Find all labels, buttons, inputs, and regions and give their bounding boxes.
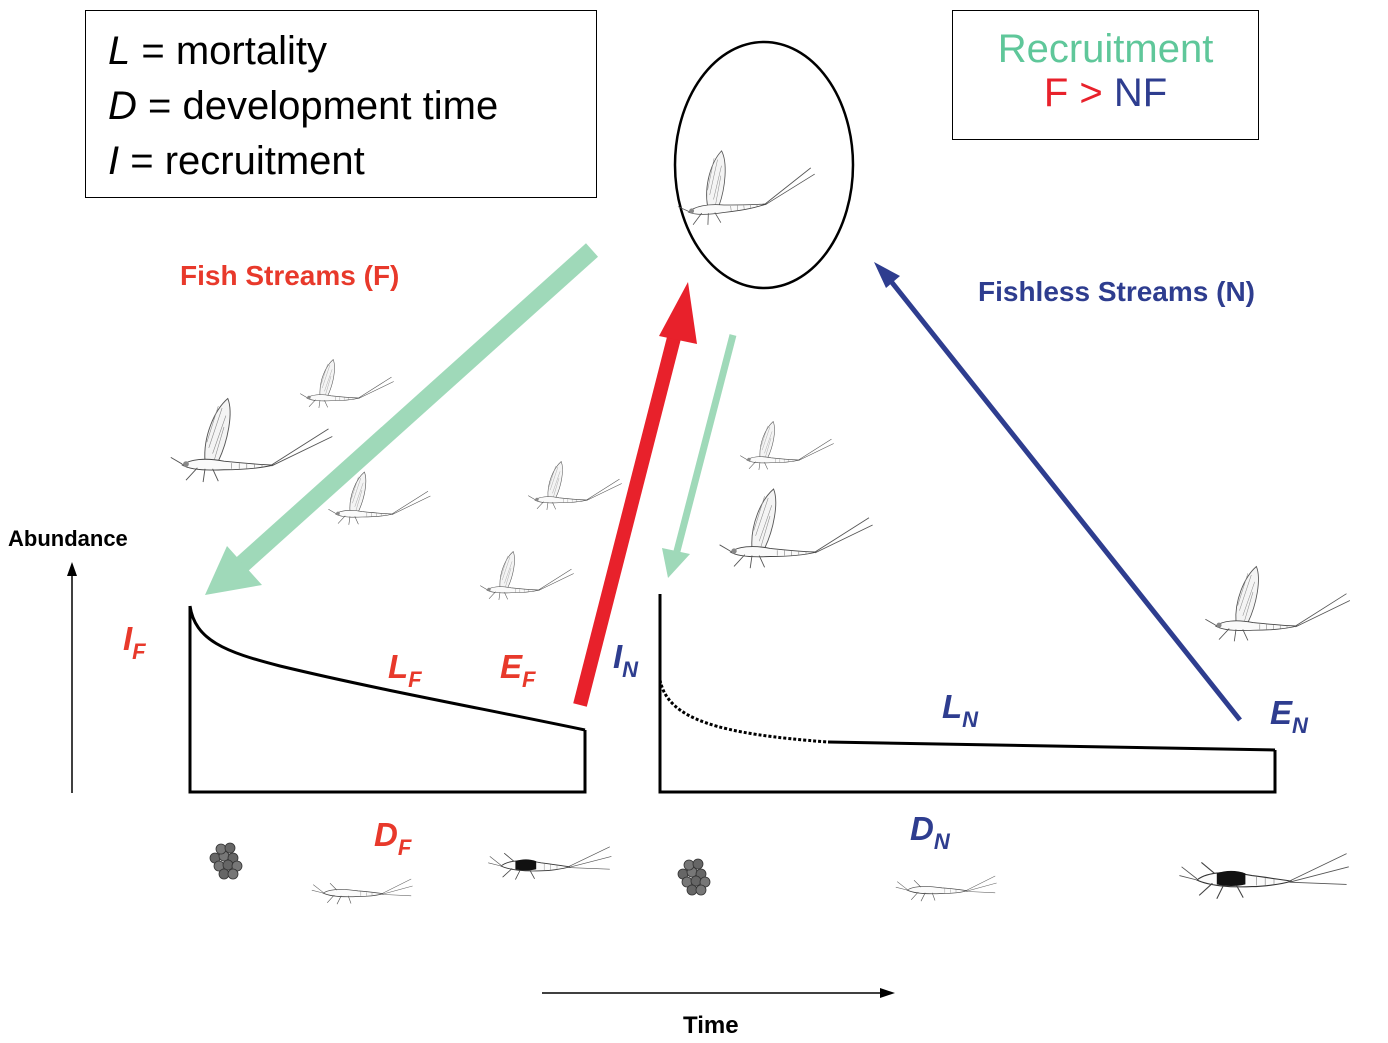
arrow-fishless-recruitment bbox=[874, 262, 1242, 722]
egg-cluster-icon bbox=[209, 842, 243, 880]
label-I-N: IN bbox=[613, 638, 639, 682]
adult-ellipse bbox=[673, 40, 855, 290]
label-D-F: DF bbox=[374, 816, 412, 860]
mayfly-adult-icon bbox=[527, 461, 622, 511]
recruitment-nf: NF bbox=[1113, 71, 1168, 115]
egg-cluster-icon bbox=[677, 858, 711, 896]
legend-development-time: D = development time bbox=[108, 84, 499, 128]
fishless-streams-label: Fishless Streams (N) bbox=[978, 276, 1255, 307]
abundance-axis-label: Abundance bbox=[8, 526, 128, 551]
recruitment-box: Recruitment F > NF bbox=[952, 10, 1259, 140]
abundance-axis bbox=[67, 562, 77, 793]
label-L-F: LF bbox=[388, 648, 422, 692]
time-axis-label: Time bbox=[683, 1012, 739, 1039]
recruitment-title: Recruitment bbox=[997, 27, 1214, 71]
fish-streams-label: Fish Streams (F) bbox=[180, 260, 400, 291]
mayfly-adult-icon bbox=[672, 141, 820, 229]
legend-mortality: L = mortality bbox=[108, 29, 327, 73]
mayfly-adult-icon bbox=[719, 488, 874, 569]
arrow-fish-recruitment bbox=[573, 282, 697, 707]
recruitment-comparison: F > NF bbox=[953, 71, 1258, 115]
recruitment-gt: > bbox=[1079, 71, 1103, 115]
mayfly-adult-icon bbox=[739, 421, 834, 471]
recruitment-f: F bbox=[1043, 71, 1069, 115]
label-D-N: DN bbox=[910, 810, 950, 854]
arrow-to-fishless-streams bbox=[662, 334, 737, 578]
mayfly-nymph-icon bbox=[1178, 853, 1350, 900]
mayfly-adult-icon bbox=[479, 551, 574, 601]
mayfly-nymph-icon bbox=[311, 878, 413, 905]
label-I-F: IF bbox=[123, 620, 146, 664]
fishless-stream-curve bbox=[658, 594, 1277, 794]
time-axis bbox=[542, 988, 895, 998]
legend-box: L = mortality D = development time I = r… bbox=[85, 10, 597, 198]
label-E-F: EF bbox=[500, 648, 536, 692]
fish-stream-curve bbox=[188, 605, 587, 794]
mayfly-adult-icon bbox=[170, 398, 333, 483]
label-L-N: LN bbox=[942, 688, 979, 732]
mayfly-nymph-icon bbox=[895, 875, 997, 902]
mayfly-adult-icon bbox=[299, 359, 394, 409]
arrow-to-fish-streams bbox=[205, 243, 599, 595]
legend-recruitment: I = recruitment bbox=[108, 139, 365, 183]
mayfly-adult-icon bbox=[1204, 566, 1351, 642]
label-E-N: EN bbox=[1270, 694, 1308, 738]
mayfly-nymph-icon bbox=[487, 846, 612, 880]
